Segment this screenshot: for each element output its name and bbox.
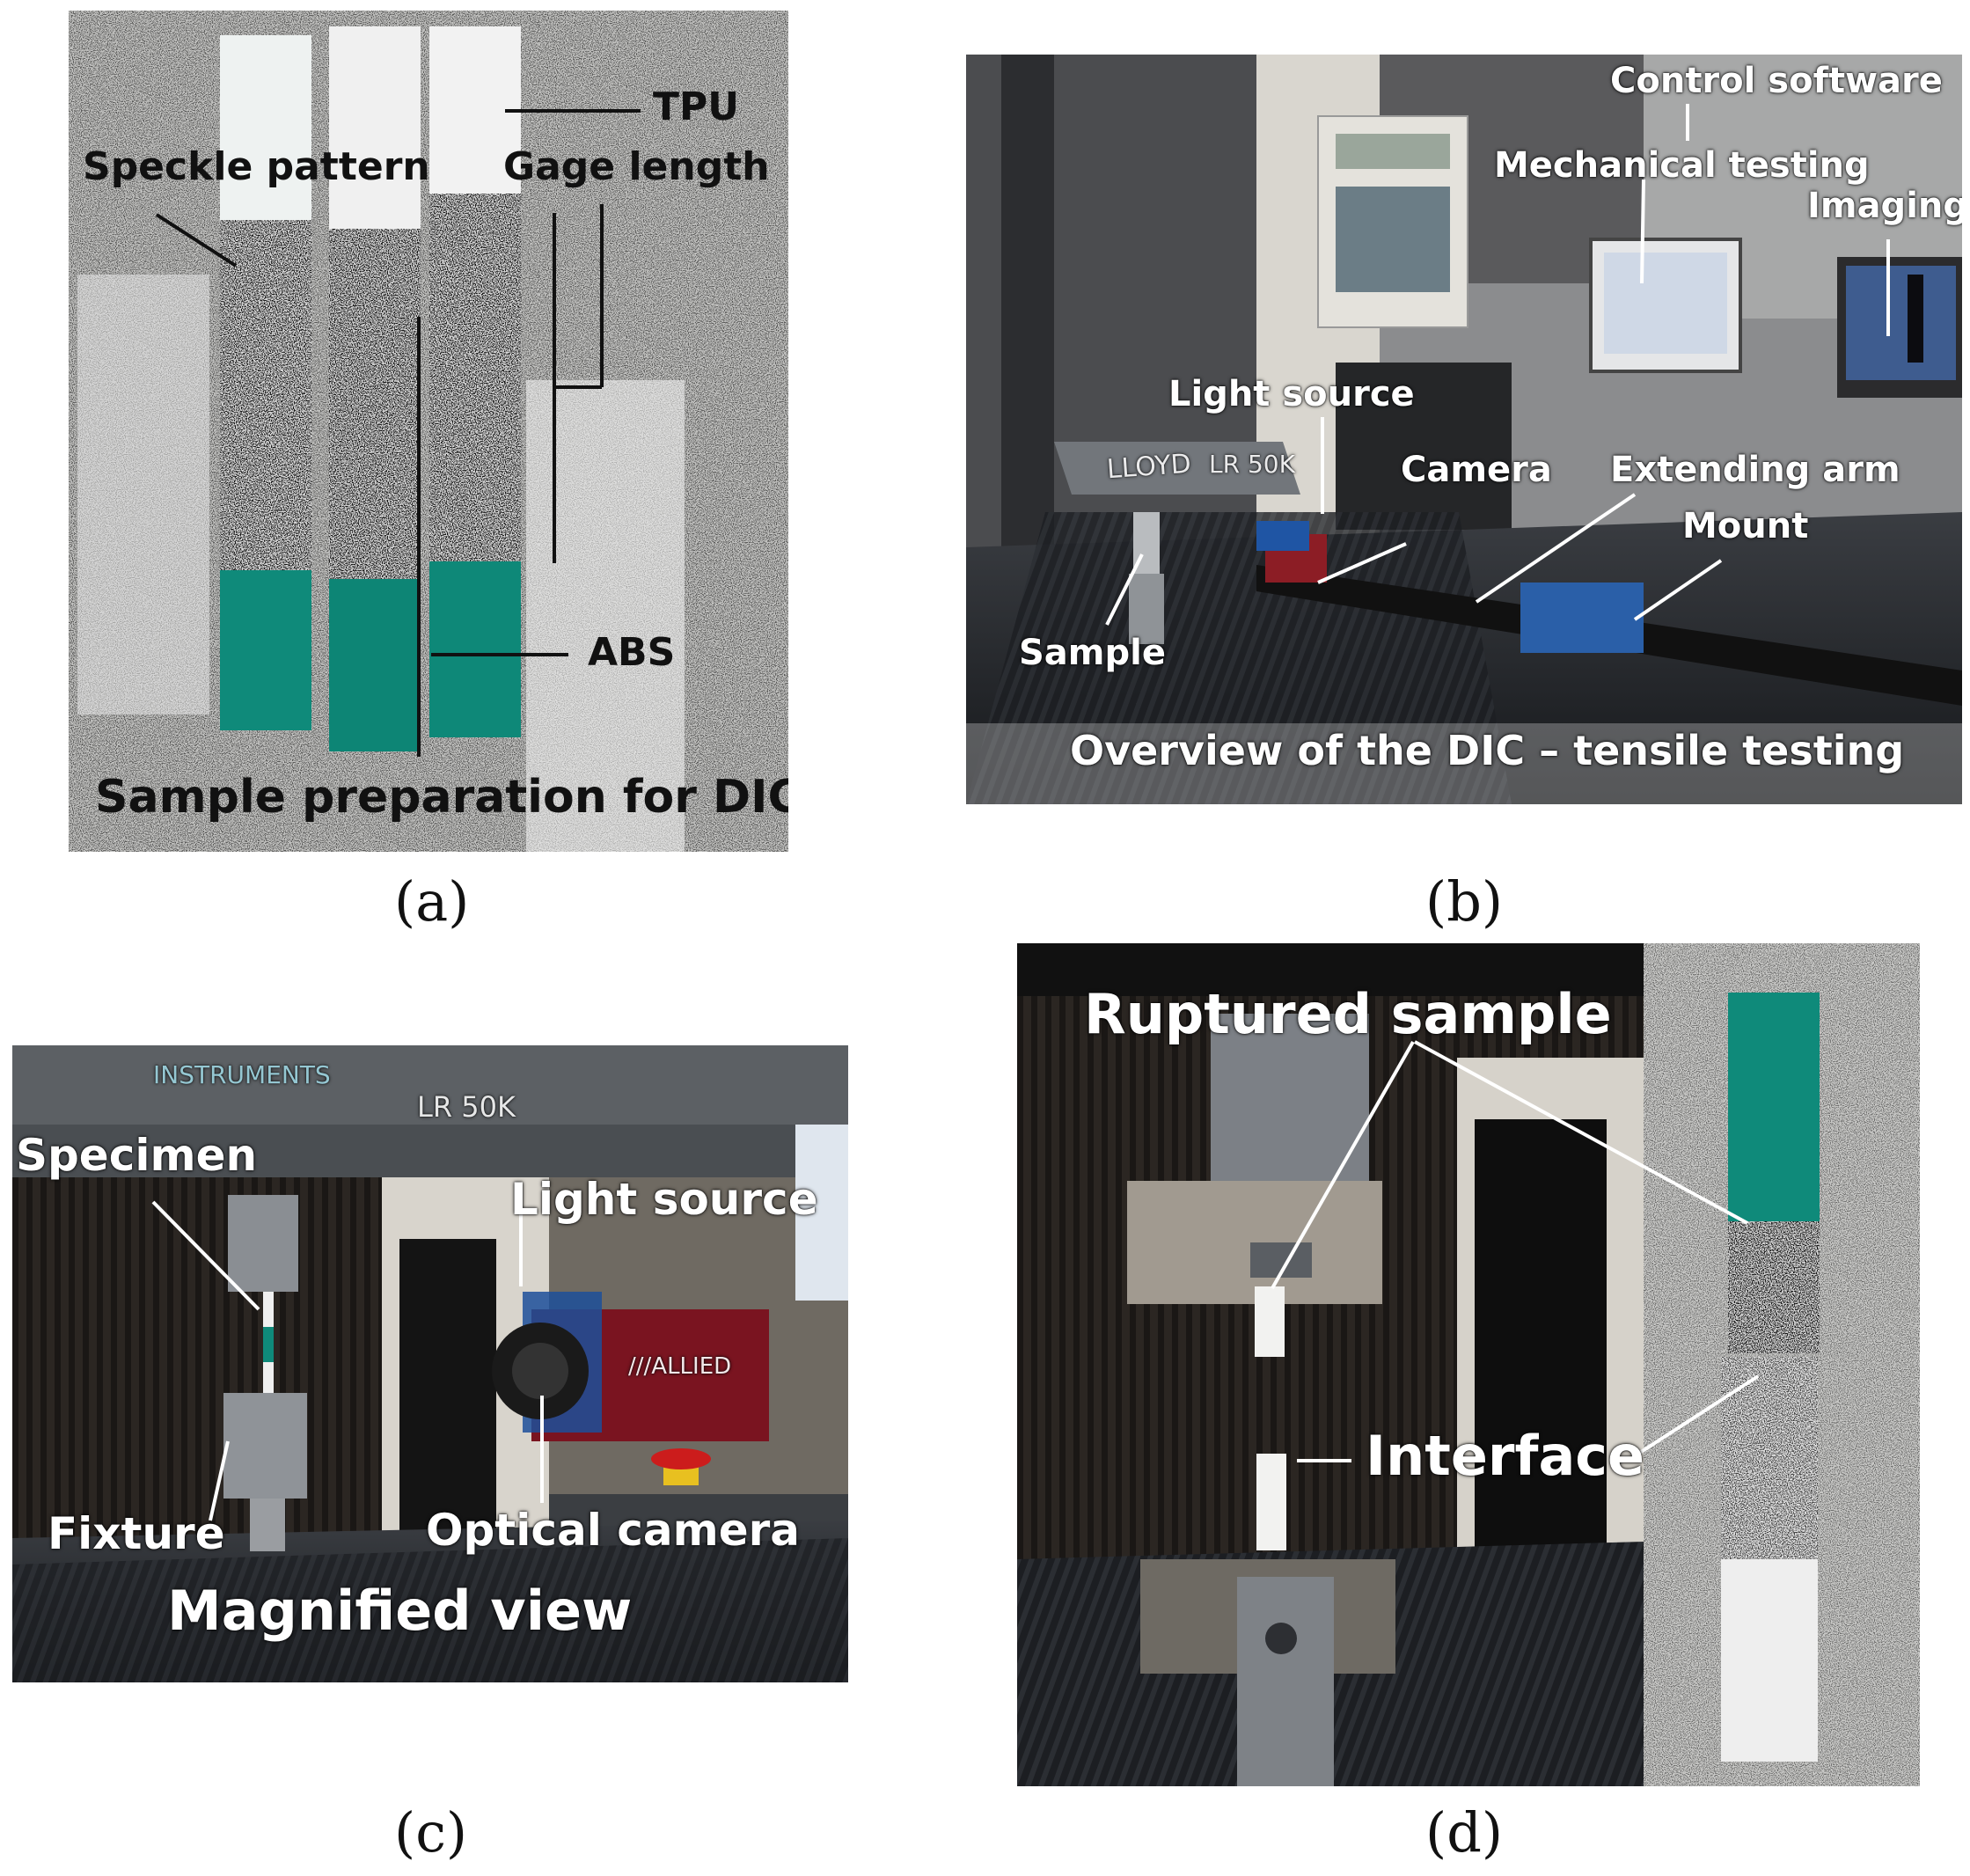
sample-label: Sample: [1019, 633, 1166, 673]
optical-camera-label: Optical camera: [426, 1505, 801, 1556]
panel-c-photo: INSTRUMENTS LR 50K ///ALLIED Specimen Li…: [12, 1045, 848, 1682]
brand-instruments: INSTRUMENTS: [153, 1060, 331, 1089]
speckle-pattern-label: Speckle pattern: [83, 144, 430, 189]
caption-c: (c): [394, 1800, 468, 1865]
panel-a-image: [69, 11, 788, 852]
interface-label: Interface: [1366, 1424, 1645, 1488]
extending-arm-label: Extending arm: [1610, 450, 1900, 490]
camera-label: Camera: [1401, 450, 1552, 490]
model-lr50k-b: LR 50K: [1209, 450, 1295, 479]
model-lr50k-c: LR 50K: [417, 1090, 516, 1124]
light-source-label-b: Light source: [1168, 374, 1415, 414]
ruptured-sample-label: Ruptured sample: [1084, 982, 1612, 1046]
imaging-label: Imaging: [1807, 186, 1962, 226]
caption-b: (b): [1425, 869, 1504, 934]
panel-b-title: Overview of the DIC – tensile testing: [1070, 727, 1905, 774]
caption-a: (a): [394, 869, 470, 934]
camera-brand-allied: ///ALLIED: [628, 1353, 732, 1380]
light-source-label-c: Light source: [510, 1174, 818, 1225]
panel-a-photo: TPU Speckle pattern Gage length ABS Samp…: [69, 11, 788, 852]
abs-label: ABS: [588, 630, 676, 675]
panel-d-image: [1017, 943, 1920, 1786]
control-software-label: Control software: [1610, 61, 1943, 101]
panel-b-photo: LLOYD LR 50K Control software Mechanical…: [966, 55, 1962, 804]
specimen-label: Specimen: [16, 1130, 258, 1181]
fixture-label: Fixture: [48, 1508, 225, 1559]
gage-length-label: Gage length: [503, 144, 770, 189]
panel-c-title: Magnified view: [167, 1579, 633, 1643]
panel-b-image: [966, 55, 1962, 804]
panel-a-title: Sample preparation for DIC: [95, 771, 788, 824]
panel-d-photo: Ruptured sample Interface: [1017, 943, 1920, 1786]
tpu-label: TPU: [653, 84, 739, 129]
panel-c-image: [12, 1045, 848, 1682]
mechanical-testing-label: Mechanical testing: [1494, 145, 1870, 186]
caption-d: (d): [1425, 1800, 1504, 1865]
brand-lloyd: LLOYD: [1105, 448, 1192, 486]
mount-label: Mount: [1682, 506, 1809, 546]
